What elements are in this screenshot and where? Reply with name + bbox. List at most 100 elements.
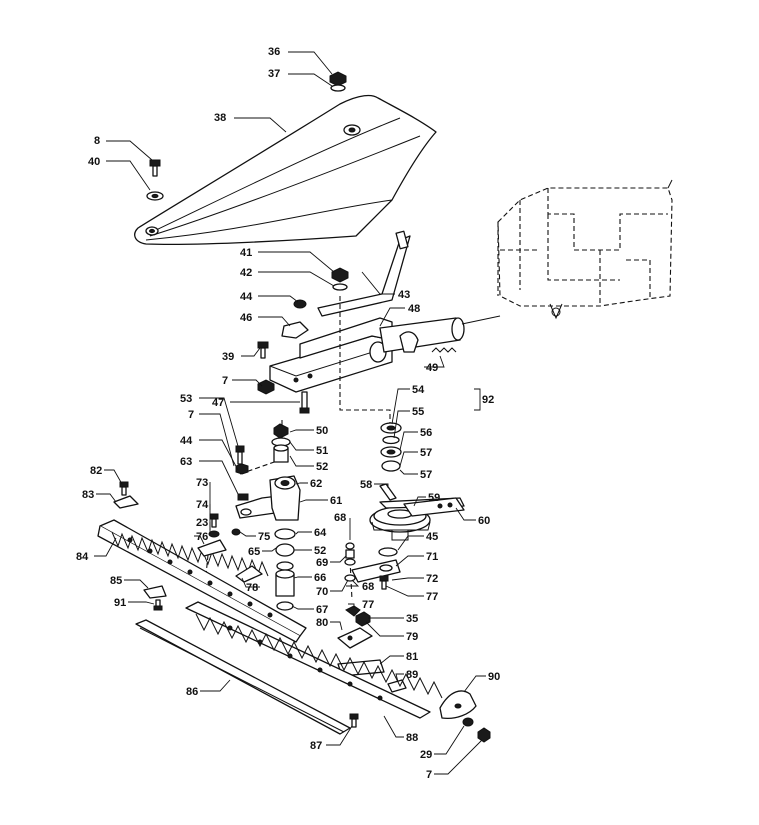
callout-52: 52 [316, 461, 328, 473]
callout-53: 53 [180, 393, 192, 405]
link-71 [351, 559, 401, 583]
bolt-63 [237, 493, 249, 501]
callout-81: 81 [406, 651, 418, 663]
callout-44: 44 [240, 291, 253, 303]
callout-50: 50 [316, 425, 328, 437]
clip-76 [197, 539, 227, 557]
callout-84: 84 [76, 551, 89, 563]
drive-tube-48 [379, 315, 501, 353]
crank-arm-61 [235, 475, 301, 521]
assembly-line-b [239, 459, 281, 475]
callout-41: 41 [240, 247, 252, 259]
callout-8: 8 [94, 135, 100, 147]
callout-48: 48 [408, 303, 420, 315]
knife-section-88 [185, 601, 443, 719]
washer-75 [231, 528, 241, 536]
bushing-stack [274, 528, 296, 611]
shoe-90 [439, 690, 477, 720]
callout-75: 75 [258, 531, 270, 543]
callout-61: 61 [330, 495, 342, 507]
callout-36: 36 [268, 46, 280, 58]
bolt-8 [149, 159, 161, 177]
callout-91: 91 [114, 597, 126, 609]
callout-76: 76 [196, 531, 208, 543]
nut-77 [345, 605, 361, 617]
callout-43: 43 [398, 289, 410, 301]
washer-40 [146, 191, 164, 201]
callout-63: 63 [180, 456, 192, 468]
callout-54: 54 [412, 384, 425, 396]
bracket-78 [235, 565, 263, 583]
callout-72: 72 [426, 573, 438, 585]
callout-51: 51 [316, 445, 328, 457]
cover-shield [134, 94, 437, 246]
machine-housing [497, 179, 673, 320]
callout-23: 23 [196, 517, 208, 529]
bearing-stack-right [380, 422, 402, 472]
callout-73: 73 [196, 477, 208, 489]
callout-labels: 36 37 38 8 40 41 42 43 44 48 46 39 49 7 … [76, 46, 500, 781]
clip-80 [337, 627, 373, 649]
callout-60: 60 [478, 515, 490, 527]
callout-56: 56 [420, 427, 432, 439]
leader-lines [94, 51, 486, 775]
callout-86: 86 [186, 686, 198, 698]
callout-35: 35 [406, 613, 418, 625]
washer-29 [462, 717, 474, 727]
bolt-91 [153, 599, 163, 611]
callout-46: 46 [240, 312, 252, 324]
callout-65: 65 [248, 546, 260, 558]
wear-plate-86 [135, 619, 351, 735]
callout-47: 47 [212, 397, 224, 409]
callout-64: 64 [314, 527, 327, 539]
callout-69: 69 [316, 557, 328, 569]
callout-88: 88 [406, 732, 418, 744]
bolt-39 [257, 341, 269, 359]
washer-44 [293, 299, 307, 309]
nut-74 [208, 530, 220, 538]
callout-7b: 7 [188, 409, 194, 421]
cutter-bar-84 [97, 519, 307, 643]
callout-80: 80 [316, 617, 328, 629]
spring-49 [431, 347, 457, 353]
callout-59: 59 [428, 492, 440, 504]
callout-57a: 57 [420, 447, 432, 459]
nut-36 [329, 71, 347, 92]
callout-67: 67 [316, 604, 328, 616]
bolt-47 [299, 391, 310, 414]
callout-90: 90 [488, 671, 500, 683]
callout-40: 40 [88, 156, 100, 168]
callout-39: 39 [222, 351, 234, 363]
part-89 [387, 679, 407, 693]
callout-89: 89 [406, 669, 418, 681]
nut-41 [331, 267, 349, 283]
bolt-82 [119, 481, 129, 496]
guide-83 [113, 495, 139, 509]
callout-70: 70 [316, 586, 328, 598]
belt-60 [379, 497, 465, 517]
callout-44b: 44 [180, 435, 193, 447]
callout-92: 92 [482, 394, 494, 406]
callout-66: 66 [314, 572, 326, 584]
callout-7c: 7 [426, 769, 432, 781]
callout-29: 29 [420, 749, 432, 761]
callout-38: 38 [214, 112, 226, 124]
bolt-53 [235, 445, 249, 475]
callout-45: 45 [426, 531, 438, 543]
callout-77a: 77 [426, 591, 438, 603]
callout-78: 78 [246, 582, 258, 594]
callout-85: 85 [110, 575, 122, 587]
bolt-73 [209, 513, 219, 528]
callout-83: 83 [82, 489, 94, 501]
callout-77b: 77 [362, 599, 374, 611]
nut-7-lower [477, 727, 491, 743]
washer-42 [332, 283, 348, 291]
callout-82: 82 [90, 465, 102, 477]
callout-68b: 68 [362, 581, 374, 593]
callout-7a: 7 [222, 375, 228, 387]
callout-71: 71 [426, 551, 438, 563]
callout-57b: 57 [420, 469, 432, 481]
assembly-line-a [339, 296, 391, 424]
